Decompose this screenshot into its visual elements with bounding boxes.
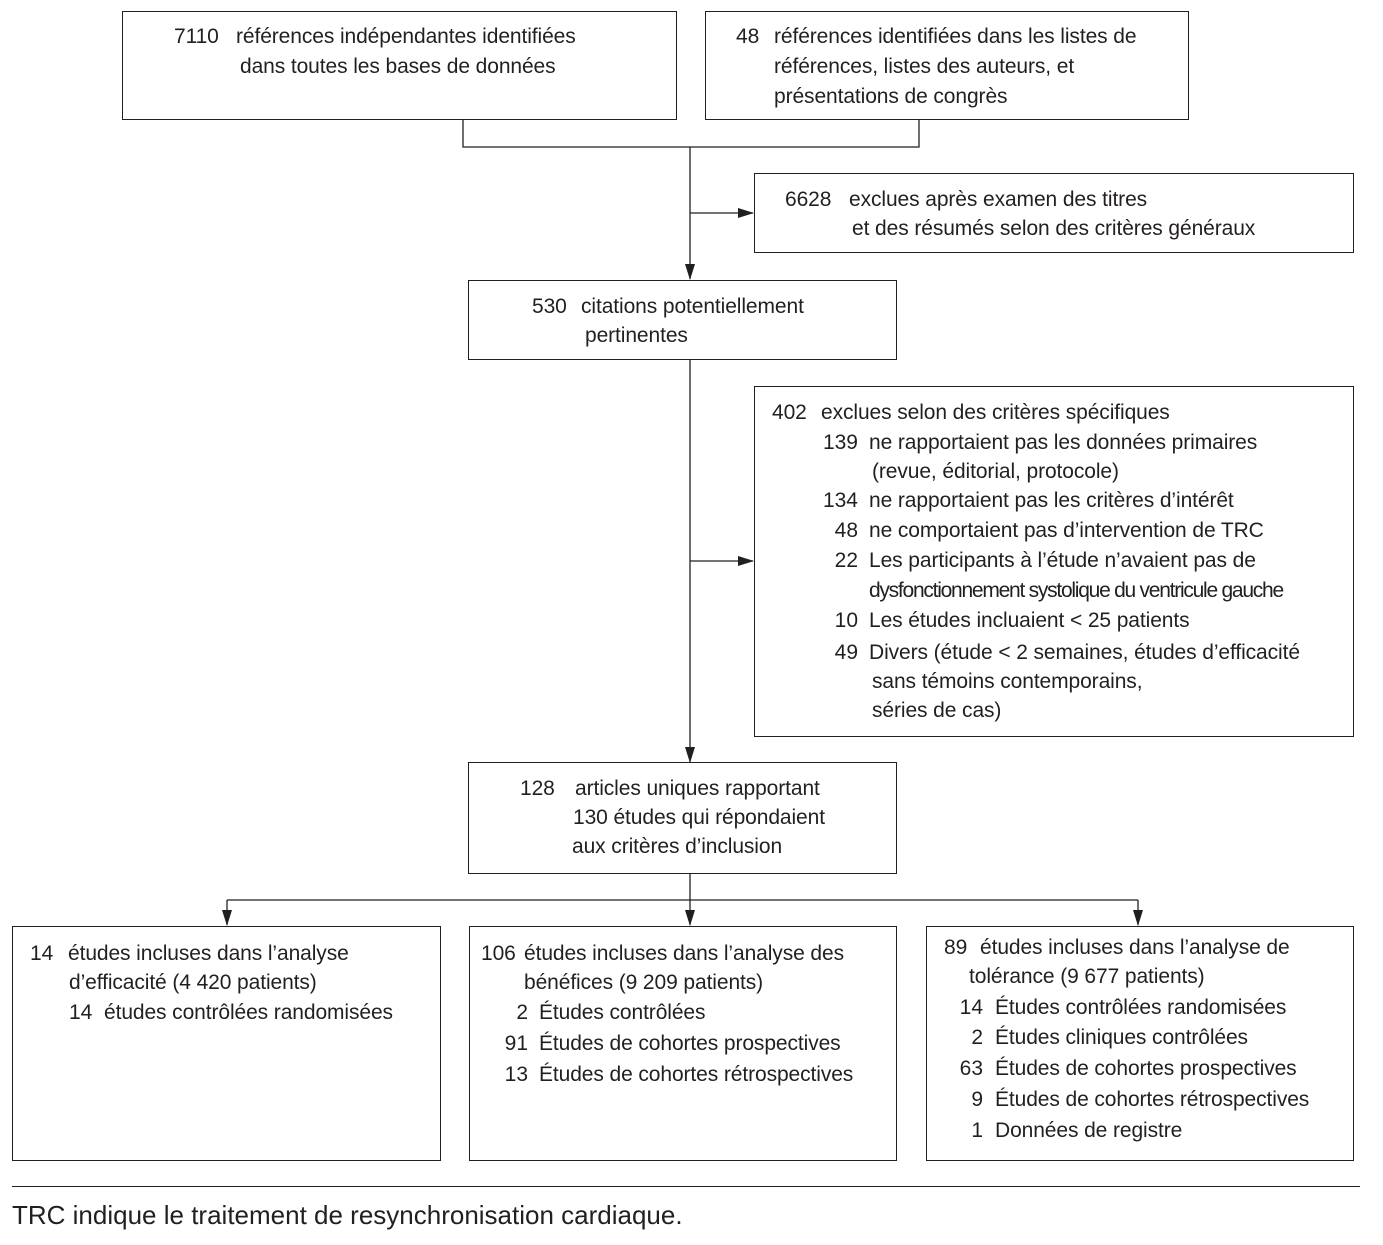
unique-articles-line-1: articles uniques rapportant [575, 777, 820, 800]
safety-count: 89 [944, 936, 968, 959]
safety-line-2: tolérance (9 677 patients) [969, 965, 1205, 988]
reason-text: dysfonctionnement systolique du ventricu… [869, 579, 1284, 602]
unique-articles-line-2: 130 études qui répondaient [573, 806, 825, 829]
safety-item-label: Études de cohortes rétrospectives [995, 1088, 1310, 1111]
benefits-box: 106 études incluses dans l’analyse des b… [469, 926, 897, 1161]
identified-databases-box: 7110 références indépendantes identifiée… [122, 11, 677, 120]
reason-count: 10 [834, 609, 858, 632]
reason-count: 134 [822, 489, 858, 512]
excluded-specific-title: exclues selon des critères spécifiques [821, 401, 1170, 424]
identified-other-box: 48 références identifiées dans les liste… [705, 11, 1189, 120]
footnote-divider [12, 1186, 1360, 1187]
reason-text: séries de cas) [872, 699, 1002, 722]
reason-count: 48 [834, 519, 858, 542]
safety-item-label: Études contrôlées randomisées [995, 996, 1287, 1019]
merge-connector [462, 120, 920, 148]
excluded-titles-line-1: exclues après examen des titres [849, 188, 1148, 211]
excluded-specific-count: 402 [772, 401, 807, 424]
unique-articles-count: 128 [520, 777, 555, 800]
safety-item-count: 63 [959, 1057, 983, 1080]
safety-item-count: 9 [971, 1088, 983, 1111]
efficacy-box: 14 études incluses dans l’analyse d’effi… [12, 926, 441, 1161]
reason-text: Les participants à l’étude n’avaient pas… [869, 549, 1256, 572]
unique-articles-box: 128 articles uniques rapportant 130 étud… [468, 762, 897, 874]
reason-text: ne rapportaient pas les critères d’intér… [869, 489, 1234, 512]
reason-text: sans témoins contemporains, [872, 670, 1143, 693]
safety-line-1: études incluses dans l’analyse de [980, 936, 1290, 959]
benefits-item-count: 91 [504, 1032, 528, 1055]
safety-item-label: Données de registre [995, 1119, 1183, 1142]
safety-item-count: 14 [959, 996, 983, 1019]
safety-item-label: Études cliniques contrôlées [995, 1026, 1248, 1049]
reason-count: 49 [834, 641, 858, 664]
identified-databases-line-1: références indépendantes identifiées [236, 25, 576, 48]
excluded-titles-line-2: et des résumés selon des critères généra… [852, 217, 1256, 240]
reason-text: ne rapportaient pas les données primaire… [869, 431, 1258, 454]
benefits-count: 106 [481, 942, 516, 965]
identified-databases-line-2: dans toutes les bases de données [240, 55, 556, 78]
benefits-item-label: Études contrôlées [539, 1001, 706, 1024]
reason-count: 22 [834, 549, 858, 572]
safety-item-count: 2 [971, 1026, 983, 1049]
safety-item-label: Études de cohortes prospectives [995, 1057, 1297, 1080]
reason-text: Les études incluaient < 25 patients [869, 609, 1190, 632]
benefits-item-count: 13 [504, 1063, 528, 1086]
reason-count: 139 [822, 431, 858, 454]
potential-citations-line-1: citations potentiellement [581, 295, 804, 318]
potential-citations-line-2: pertinentes [585, 324, 688, 347]
identified-other-line-3: présentations de congrès [774, 85, 1008, 108]
benefits-item-count: 2 [516, 1001, 528, 1024]
efficacy-line-2: d’efficacité (4 420 patients) [69, 971, 317, 994]
identified-other-count: 48 [736, 25, 760, 48]
efficacy-item-label: études contrôlées randomisées [104, 1001, 393, 1024]
efficacy-count: 14 [30, 942, 54, 965]
identified-databases-count: 7110 [174, 25, 219, 48]
benefits-line-1: études incluses dans l’analyse des [524, 942, 844, 965]
reason-text: Divers (étude < 2 semaines, études d’eff… [869, 641, 1300, 664]
safety-box: 89 études incluses dans l’analyse de tol… [926, 926, 1354, 1161]
safety-item-count: 1 [971, 1119, 983, 1142]
reason-text: ne comportaient pas d’intervention de TR… [869, 519, 1264, 542]
identified-other-line-2: références, listes des auteurs, et [774, 55, 1075, 78]
excluded-titles-count: 6628 [785, 188, 832, 211]
excluded-specific-box: 402 exclues selon des critères spécifiqu… [754, 386, 1354, 737]
benefits-item-label: Études de cohortes rétrospectives [539, 1063, 854, 1086]
benefits-line-2: bénéfices (9 209 patients) [524, 971, 764, 994]
identified-other-line-1: références identifiées dans les listes d… [774, 25, 1137, 48]
potential-citations-box: 530 citations potentiellement pertinente… [468, 280, 897, 360]
efficacy-item-count: 14 [69, 1001, 93, 1024]
footnote: TRC indique le traitement de resynchroni… [12, 1200, 683, 1230]
efficacy-line-1: études incluses dans l’analyse [68, 942, 349, 965]
reason-text: (revue, éditorial, protocole) [872, 460, 1119, 483]
excluded-titles-box: 6628 exclues après examen des titres et … [754, 173, 1354, 253]
benefits-item-label: Études de cohortes prospectives [539, 1032, 841, 1055]
unique-articles-line-3: aux critères d’inclusion [572, 835, 783, 858]
potential-citations-count: 530 [532, 295, 567, 318]
